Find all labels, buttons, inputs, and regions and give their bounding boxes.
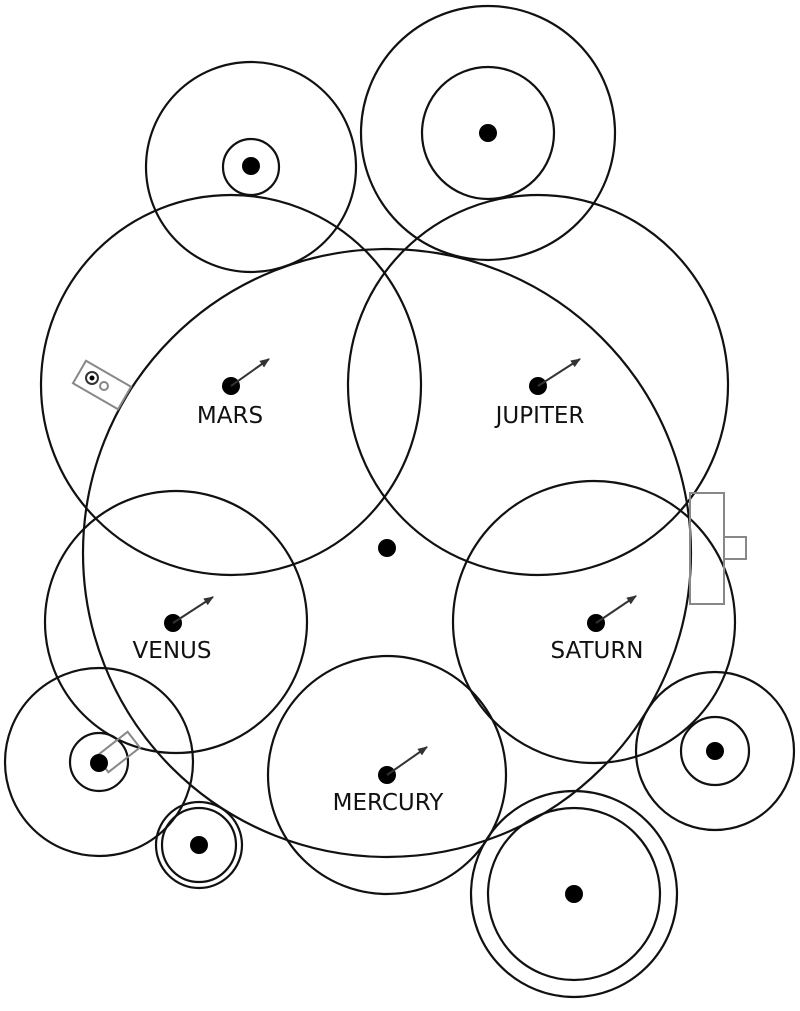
top-right-axle-dot — [479, 124, 497, 142]
top-right-gear-inner — [420, 65, 556, 201]
bottom-left-axle-dot — [90, 754, 108, 772]
mercury-arrow-icon — [386, 746, 428, 776]
small-gear-axle-dot — [190, 836, 208, 854]
bracket-hole-1 — [85, 371, 99, 385]
jupiter-arrow-icon — [537, 358, 581, 387]
top-left-axle-dot — [242, 157, 260, 175]
bottom-gear-axle-dot — [565, 885, 583, 903]
bottom-left-gear-inner — [68, 731, 130, 793]
right-gear-outer — [634, 670, 796, 832]
mercury-gear-circle — [266, 654, 508, 896]
venus-gear-circle — [43, 489, 309, 755]
saturn-arrow-icon — [595, 595, 637, 624]
left-bracket-icon — [71, 359, 133, 411]
saturn-label: SATURN — [550, 638, 643, 664]
top-left-gear-inner — [221, 137, 281, 197]
right-bracket-icon — [689, 492, 725, 605]
mars-arrow-icon — [230, 358, 270, 387]
venus-label: VENUS — [133, 638, 212, 664]
mars-gear-circle — [39, 193, 423, 577]
bracket-hole-2 — [99, 381, 109, 391]
saturn-gear-circle — [451, 479, 737, 765]
mercury-label: MERCURY — [333, 790, 445, 816]
right-bracket-tab-icon — [723, 536, 747, 560]
center-axle-dot — [378, 539, 396, 557]
small-gear-outer — [154, 800, 244, 890]
top-right-gear-outer — [359, 4, 617, 262]
jupiter-label: JUPITER — [494, 403, 585, 429]
bottom-gear-outer — [469, 789, 679, 999]
right-gear-axle-dot — [706, 742, 724, 760]
bottom-gear-inner — [486, 806, 662, 982]
small-gear-inner — [160, 806, 238, 884]
mars-label: MARS — [197, 403, 263, 429]
jupiter-gear-circle — [346, 193, 730, 577]
right-gear-inner — [679, 715, 751, 787]
top-left-gear-outer — [144, 60, 358, 274]
venus-arrow-icon — [172, 596, 214, 624]
bracket-hole-center — [89, 375, 95, 381]
bottom-left-gear-outer — [3, 666, 195, 858]
